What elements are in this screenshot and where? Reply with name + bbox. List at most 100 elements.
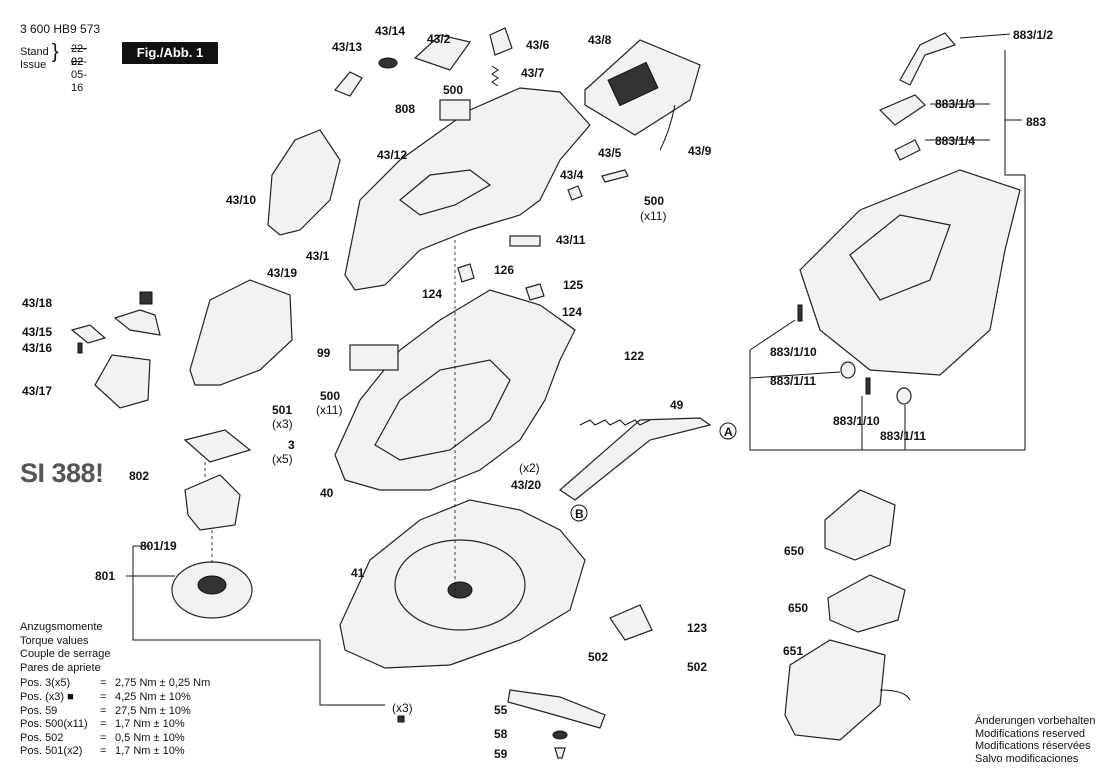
label-501-qty: (x3) bbox=[272, 417, 293, 431]
label-x3: (x3) bbox=[392, 701, 413, 715]
label-43-12: 43/12 bbox=[377, 148, 407, 162]
bolt-part-59 bbox=[554, 747, 566, 759]
stand-value: 22-02 bbox=[71, 43, 87, 68]
label-43-15: 43/15 bbox=[22, 325, 52, 339]
bracket-part-43-17 bbox=[94, 354, 151, 409]
label-43-11-text: 43/11 bbox=[556, 233, 586, 247]
label-43-6: 43/6 bbox=[526, 38, 550, 52]
label-500-c-qty: (x11) bbox=[316, 403, 342, 417]
torque-title-de: Anzugsmomente bbox=[20, 621, 103, 633]
clip-part-43-5 bbox=[601, 169, 629, 183]
controller-cover bbox=[183, 429, 252, 463]
clip-part-883-1-4 bbox=[894, 139, 921, 161]
label-500-b: 500 bbox=[644, 194, 664, 208]
motor-core bbox=[197, 575, 227, 595]
deck-hub bbox=[447, 581, 473, 599]
chassis-inner bbox=[374, 359, 511, 461]
label-43-7: 43/7 bbox=[521, 66, 545, 80]
torque-marker-square bbox=[397, 715, 405, 723]
issue-value: 22-05-16 bbox=[71, 56, 87, 94]
label-502-b: 502 bbox=[687, 660, 707, 674]
label-3-qty: (x5) bbox=[272, 452, 293, 466]
label-124-b: 124 bbox=[562, 305, 582, 319]
issue-label: Issue bbox=[20, 59, 47, 71]
torque-title-es: Pares de apriete bbox=[20, 661, 101, 674]
label-43-20: 43/20 bbox=[511, 478, 541, 492]
revision-block: Stand } 22-02 Issue 22-05-16 bbox=[20, 41, 87, 94]
charger-cable bbox=[879, 689, 911, 701]
keypad-grid bbox=[607, 61, 659, 107]
label-124-a: 124 bbox=[422, 287, 442, 301]
label-43-2: 43/2 bbox=[427, 32, 451, 46]
pin-part-43-16 bbox=[77, 342, 83, 354]
pin-part-883-1-10a bbox=[797, 304, 803, 322]
label-808 bbox=[439, 99, 471, 121]
controller-part-802 bbox=[184, 474, 241, 531]
lever-part-43-2 bbox=[413, 34, 472, 71]
label-883-1-11-b: 883/1/11 bbox=[880, 429, 926, 443]
torque-row: Pos. (x3) ■=4,25 Nm ± 10% bbox=[20, 690, 191, 703]
label-43-10: 43/10 bbox=[226, 193, 256, 207]
handle-part-883-1-2 bbox=[899, 32, 957, 86]
label-43-16: 43/16 bbox=[22, 341, 52, 355]
label-883-1-11-a: 883/1/11 bbox=[770, 374, 816, 388]
torque-row: Pos. 502=0,5 Nm ± 10% bbox=[20, 731, 185, 744]
torque-row: Pos. 500(x11)=1,7 Nm ± 10% bbox=[20, 718, 185, 731]
charger-part-651 bbox=[784, 639, 886, 741]
label-123: 123 bbox=[687, 621, 707, 635]
label-501: 501 bbox=[272, 403, 292, 417]
label-502-a: 502 bbox=[588, 650, 608, 664]
housing-part-43-19 bbox=[189, 279, 293, 386]
label-3: 3 bbox=[288, 438, 295, 452]
clip-part-125 bbox=[525, 283, 545, 301]
label-126: 126 bbox=[494, 263, 514, 277]
clip-part-43-15 bbox=[70, 324, 107, 344]
label-43-5: 43/5 bbox=[598, 146, 622, 160]
label-43-19: 43/19 bbox=[267, 266, 297, 280]
label-883-1-4: 883/1/4 bbox=[935, 134, 975, 148]
label-43-11 bbox=[509, 235, 541, 247]
flap-part-123 bbox=[609, 604, 653, 641]
label-43-9: 43/9 bbox=[688, 144, 712, 158]
label-43-14: 43/14 bbox=[375, 24, 405, 38]
pin-part-883-1-10b bbox=[865, 377, 871, 395]
service-info-note: SI 388! bbox=[20, 458, 104, 488]
label-43-18: 43/18 bbox=[22, 296, 52, 310]
label-43-8: 43/8 bbox=[588, 33, 612, 47]
clip-part-43-6 bbox=[489, 27, 513, 56]
label-99: 99 bbox=[317, 346, 331, 360]
grass-box-window bbox=[849, 214, 951, 301]
label-43-4: 43/4 bbox=[560, 168, 584, 182]
label-43-13: 43/13 bbox=[332, 40, 362, 54]
knob-part-43-14 bbox=[378, 57, 398, 69]
knob-part-883-1-11b bbox=[896, 387, 912, 405]
label-43-20-qty: (x2) bbox=[519, 461, 540, 475]
torque-title-en: Torque values bbox=[20, 634, 89, 647]
label-883-1-2: 883/1/2 bbox=[1013, 28, 1053, 42]
note-de: Änderungen vorbehalten bbox=[975, 715, 1096, 727]
battery-part-650b bbox=[827, 574, 906, 633]
note-es: Salvo modificaciones bbox=[975, 752, 1079, 765]
label-883-1-3: 883/1/3 bbox=[935, 97, 975, 111]
torque-row: Pos. 59=27,5 Nm ± 10% bbox=[20, 704, 191, 717]
document-number: 3 600 HB9 573 bbox=[20, 22, 101, 36]
label-883: 883 bbox=[1026, 115, 1046, 129]
label-802: 802 bbox=[129, 469, 149, 483]
callout-a-circle bbox=[719, 422, 737, 440]
note-en: Modifications reserved bbox=[975, 727, 1086, 740]
connector-part bbox=[139, 291, 153, 305]
callout-b: B bbox=[575, 507, 584, 521]
blade-part-55 bbox=[507, 689, 606, 729]
battery-part-650a bbox=[824, 489, 896, 561]
top-cover-handle-recess bbox=[399, 169, 492, 216]
label-43-1: 43/1 bbox=[306, 249, 330, 263]
label-500-a: 500 bbox=[443, 83, 463, 97]
label-808-text: 808 bbox=[395, 102, 415, 116]
spring-part-43-9 bbox=[659, 104, 676, 151]
label-500-c: 500 bbox=[320, 389, 340, 403]
button-part-43-13 bbox=[334, 71, 363, 97]
label-55: 55 bbox=[494, 703, 508, 717]
label-40: 40 bbox=[320, 486, 334, 500]
label-801: 801 bbox=[95, 569, 115, 583]
label-49: 49 bbox=[670, 398, 684, 412]
